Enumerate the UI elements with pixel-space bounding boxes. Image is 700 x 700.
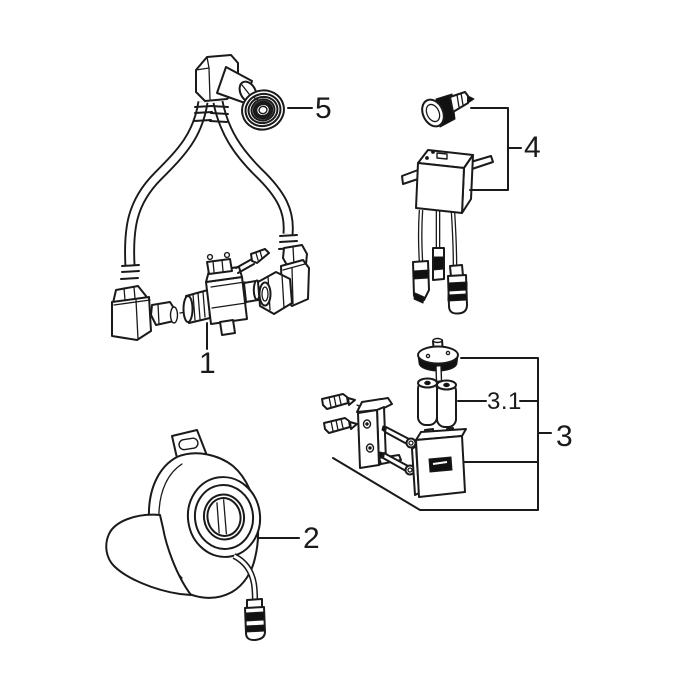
part-3-drawing <box>321 337 552 511</box>
part-5-leaders <box>252 96 313 109</box>
mounting-bracket <box>356 397 402 469</box>
part-2-drawing <box>105 429 300 642</box>
part-1-label: 1 <box>199 347 217 380</box>
cable-connectors <box>412 247 468 315</box>
push-button-plug <box>421 91 475 128</box>
part-3-label: 3 <box>556 420 574 453</box>
sensor-rings <box>186 476 262 558</box>
part-3-1-label: 3.1 <box>487 388 522 415</box>
solenoid-valve <box>182 248 277 336</box>
sensor-cable-connector <box>244 598 266 642</box>
leader-bracket-3 <box>332 357 539 511</box>
part-4-drawing <box>401 91 522 315</box>
wall-anchors <box>321 393 374 439</box>
leader-bracket-4 <box>469 107 509 191</box>
part-4-label: 4 <box>524 131 542 164</box>
left-elbow-union <box>111 285 197 341</box>
right-elbow-union <box>257 244 310 315</box>
part-2-label: 2 <box>303 522 321 555</box>
battery-cells <box>417 377 457 428</box>
housing-tube <box>105 513 192 596</box>
control-box <box>401 149 494 214</box>
battery-cap <box>417 337 459 383</box>
part-5-label: 5 <box>315 92 333 125</box>
part-5-drawing <box>241 89 285 131</box>
battery-box <box>411 427 467 498</box>
hose-crimp-collars-top <box>193 105 229 123</box>
